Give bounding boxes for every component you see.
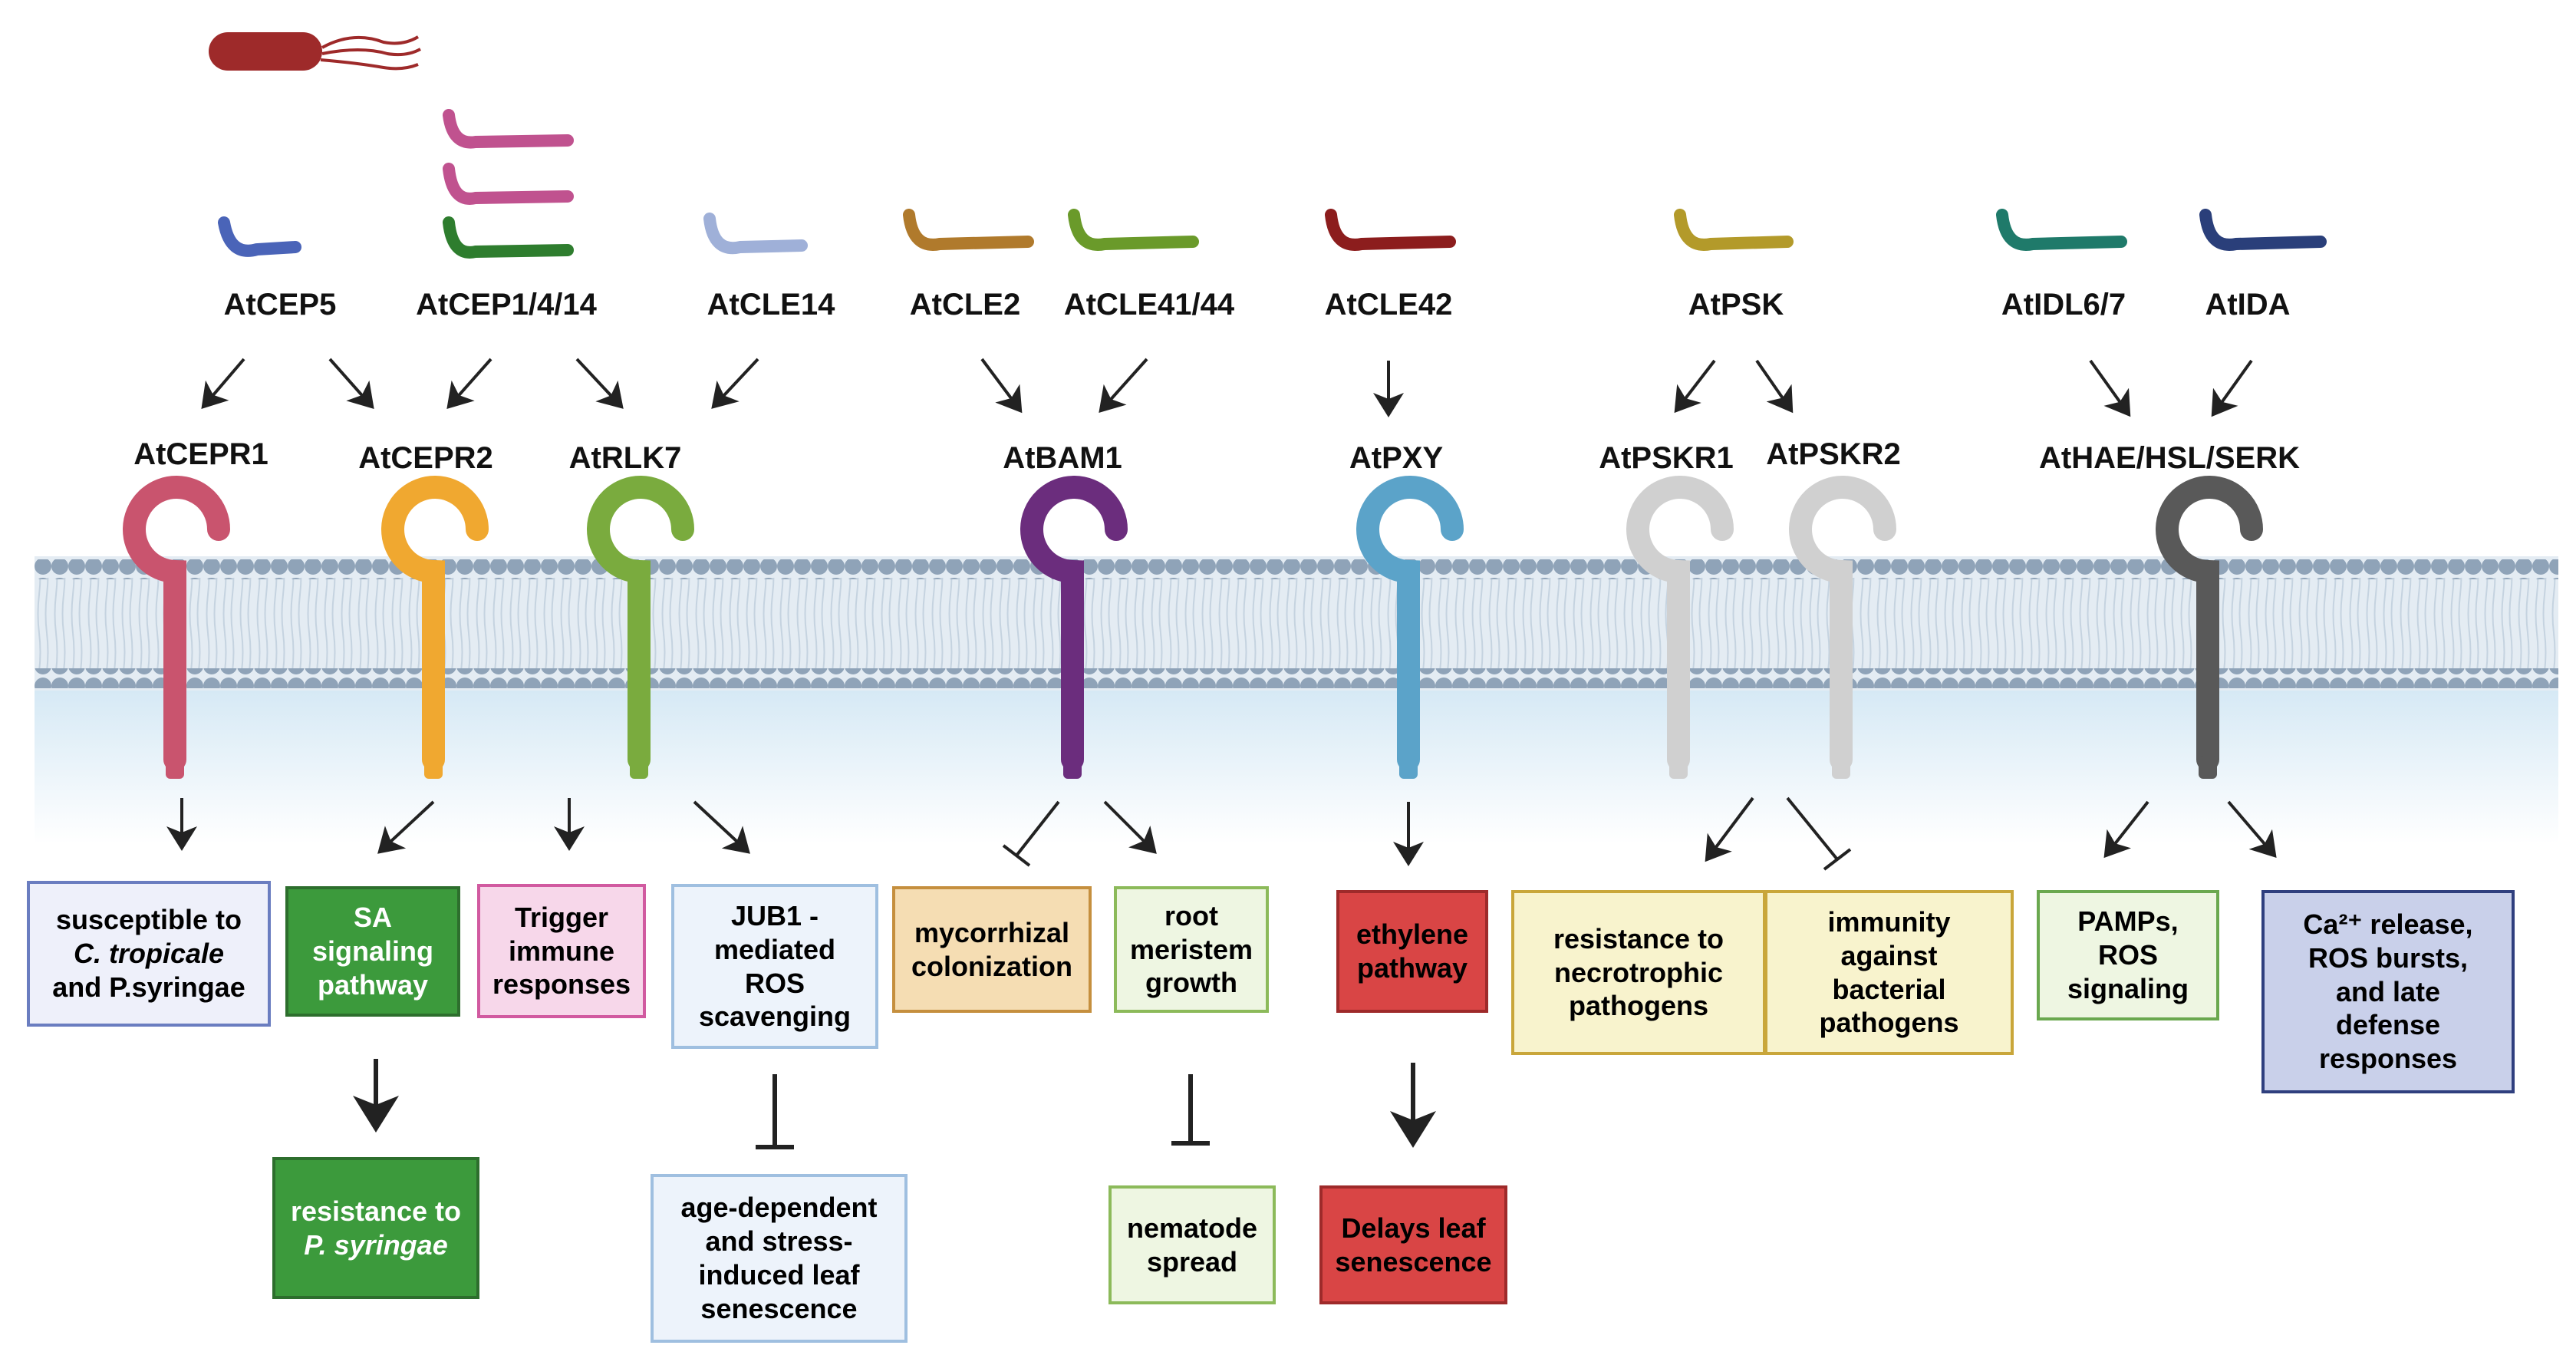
arrow bbox=[328, 358, 374, 409]
peptide-cep-pink-2-icon bbox=[443, 163, 574, 205]
arrow bbox=[1103, 800, 1157, 854]
peptide-ida-icon bbox=[2199, 209, 2327, 251]
receptor-label-hae: AtHAE/HSL/SERK bbox=[2038, 441, 2301, 475]
arrow bbox=[575, 358, 624, 409]
receptor-hae-icon bbox=[2156, 476, 2263, 779]
receptor-label-pxy: AtPXY bbox=[1349, 441, 1444, 475]
peptide-label-cle14: AtCLE14 bbox=[707, 288, 835, 321]
receptor-rlk7-icon bbox=[587, 476, 694, 779]
arrow bbox=[2089, 359, 2131, 417]
bacterium-icon bbox=[209, 32, 421, 71]
arrow bbox=[377, 800, 435, 854]
arrow bbox=[446, 358, 492, 409]
arrow bbox=[2227, 800, 2277, 859]
peptide-psk-icon bbox=[1674, 209, 1794, 251]
peptide-label-idl6-7: AtIDL6/7 bbox=[2001, 288, 2126, 321]
receptor-label-rlk7: AtRLK7 bbox=[568, 441, 682, 475]
inhibition-arrow bbox=[1786, 796, 1839, 861]
receptor-cepr1-icon bbox=[123, 476, 230, 779]
arrow bbox=[1705, 796, 1754, 862]
peptide-cle2-icon bbox=[903, 209, 1034, 251]
peptide-label-psk: AtPSK bbox=[1688, 288, 1784, 321]
plasma-membrane bbox=[35, 556, 2558, 691]
cytoplasm bbox=[35, 691, 2558, 844]
inhibition-arrow bbox=[1015, 800, 1060, 857]
receptor-label-cepr1: AtCEPR1 bbox=[133, 437, 268, 471]
receptor-label-pskr2: AtPSKR2 bbox=[1766, 437, 1901, 471]
arrow bbox=[1099, 358, 1148, 413]
receptor-label-bam1: AtBAM1 bbox=[1003, 441, 1122, 475]
arrow bbox=[201, 358, 245, 410]
inhibition-bar bbox=[1823, 848, 1852, 871]
receptor-pskr1-icon bbox=[1626, 476, 1734, 779]
peptide-cep-green-icon bbox=[443, 216, 574, 259]
peptide-label-ida: AtIDA bbox=[2205, 288, 2291, 321]
arrow bbox=[2103, 800, 2149, 859]
peptide-cep-pink-1-icon bbox=[443, 109, 574, 149]
peptide-cle42-icon bbox=[1325, 209, 1456, 251]
arrow bbox=[711, 358, 759, 409]
receptor-label-pskr1: AtPSKR1 bbox=[1599, 441, 1734, 475]
arrow bbox=[980, 358, 1023, 414]
arrow bbox=[1674, 359, 1716, 414]
receptor-bam1-icon bbox=[1020, 476, 1128, 779]
peptide-cep5-icon bbox=[218, 216, 301, 257]
receptor-pxy-icon bbox=[1356, 476, 1464, 779]
arrow bbox=[693, 800, 750, 854]
peptide-idl-icon bbox=[1996, 209, 2127, 251]
arrow bbox=[1755, 359, 1794, 414]
peptide-cle14-icon bbox=[703, 213, 808, 255]
peptide-label-cle41-44: AtCLE41/44 bbox=[1063, 288, 1235, 321]
peptide-label-cep5: AtCEP5 bbox=[223, 288, 337, 321]
peptide-label-cep1-4-14: AtCEP1/4/14 bbox=[416, 288, 597, 321]
receptor-pskr2-icon bbox=[1789, 476, 1896, 779]
peptide-cle41-icon bbox=[1068, 209, 1199, 251]
receptor-cepr2-icon bbox=[381, 476, 489, 779]
arrow bbox=[2211, 359, 2253, 417]
inhibition-bar bbox=[1002, 844, 1031, 867]
peptide-label-cle2: AtCLE2 bbox=[909, 288, 1021, 321]
receptor-label-cepr2: AtCEPR2 bbox=[358, 441, 493, 475]
peptide-label-cle42: AtCLE42 bbox=[1324, 288, 1453, 321]
